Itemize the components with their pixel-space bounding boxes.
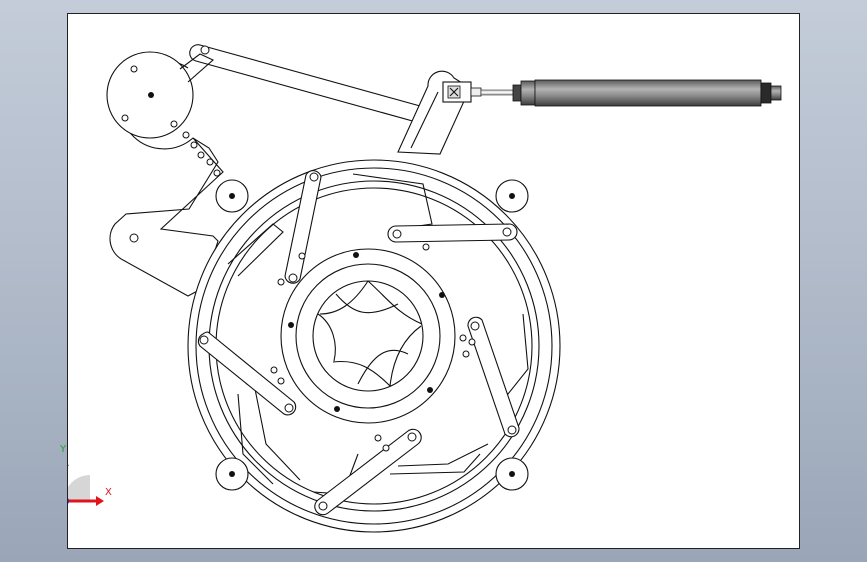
- cad-drawing[interactable]: [68, 14, 801, 550]
- iris-ring-assembly: [187, 159, 561, 533]
- linear-actuator: [442, 79, 782, 107]
- actuating-links: [197, 170, 520, 516]
- iris-blades: [317, 280, 423, 387]
- triad-x-label: X: [105, 487, 112, 498]
- triad-y-label: Y: [60, 444, 67, 455]
- drive-disc-assembly: [106, 44, 438, 297]
- mounting-lugs: [215, 179, 529, 491]
- graphics-viewport[interactable]: X Y: [60, 13, 801, 550]
